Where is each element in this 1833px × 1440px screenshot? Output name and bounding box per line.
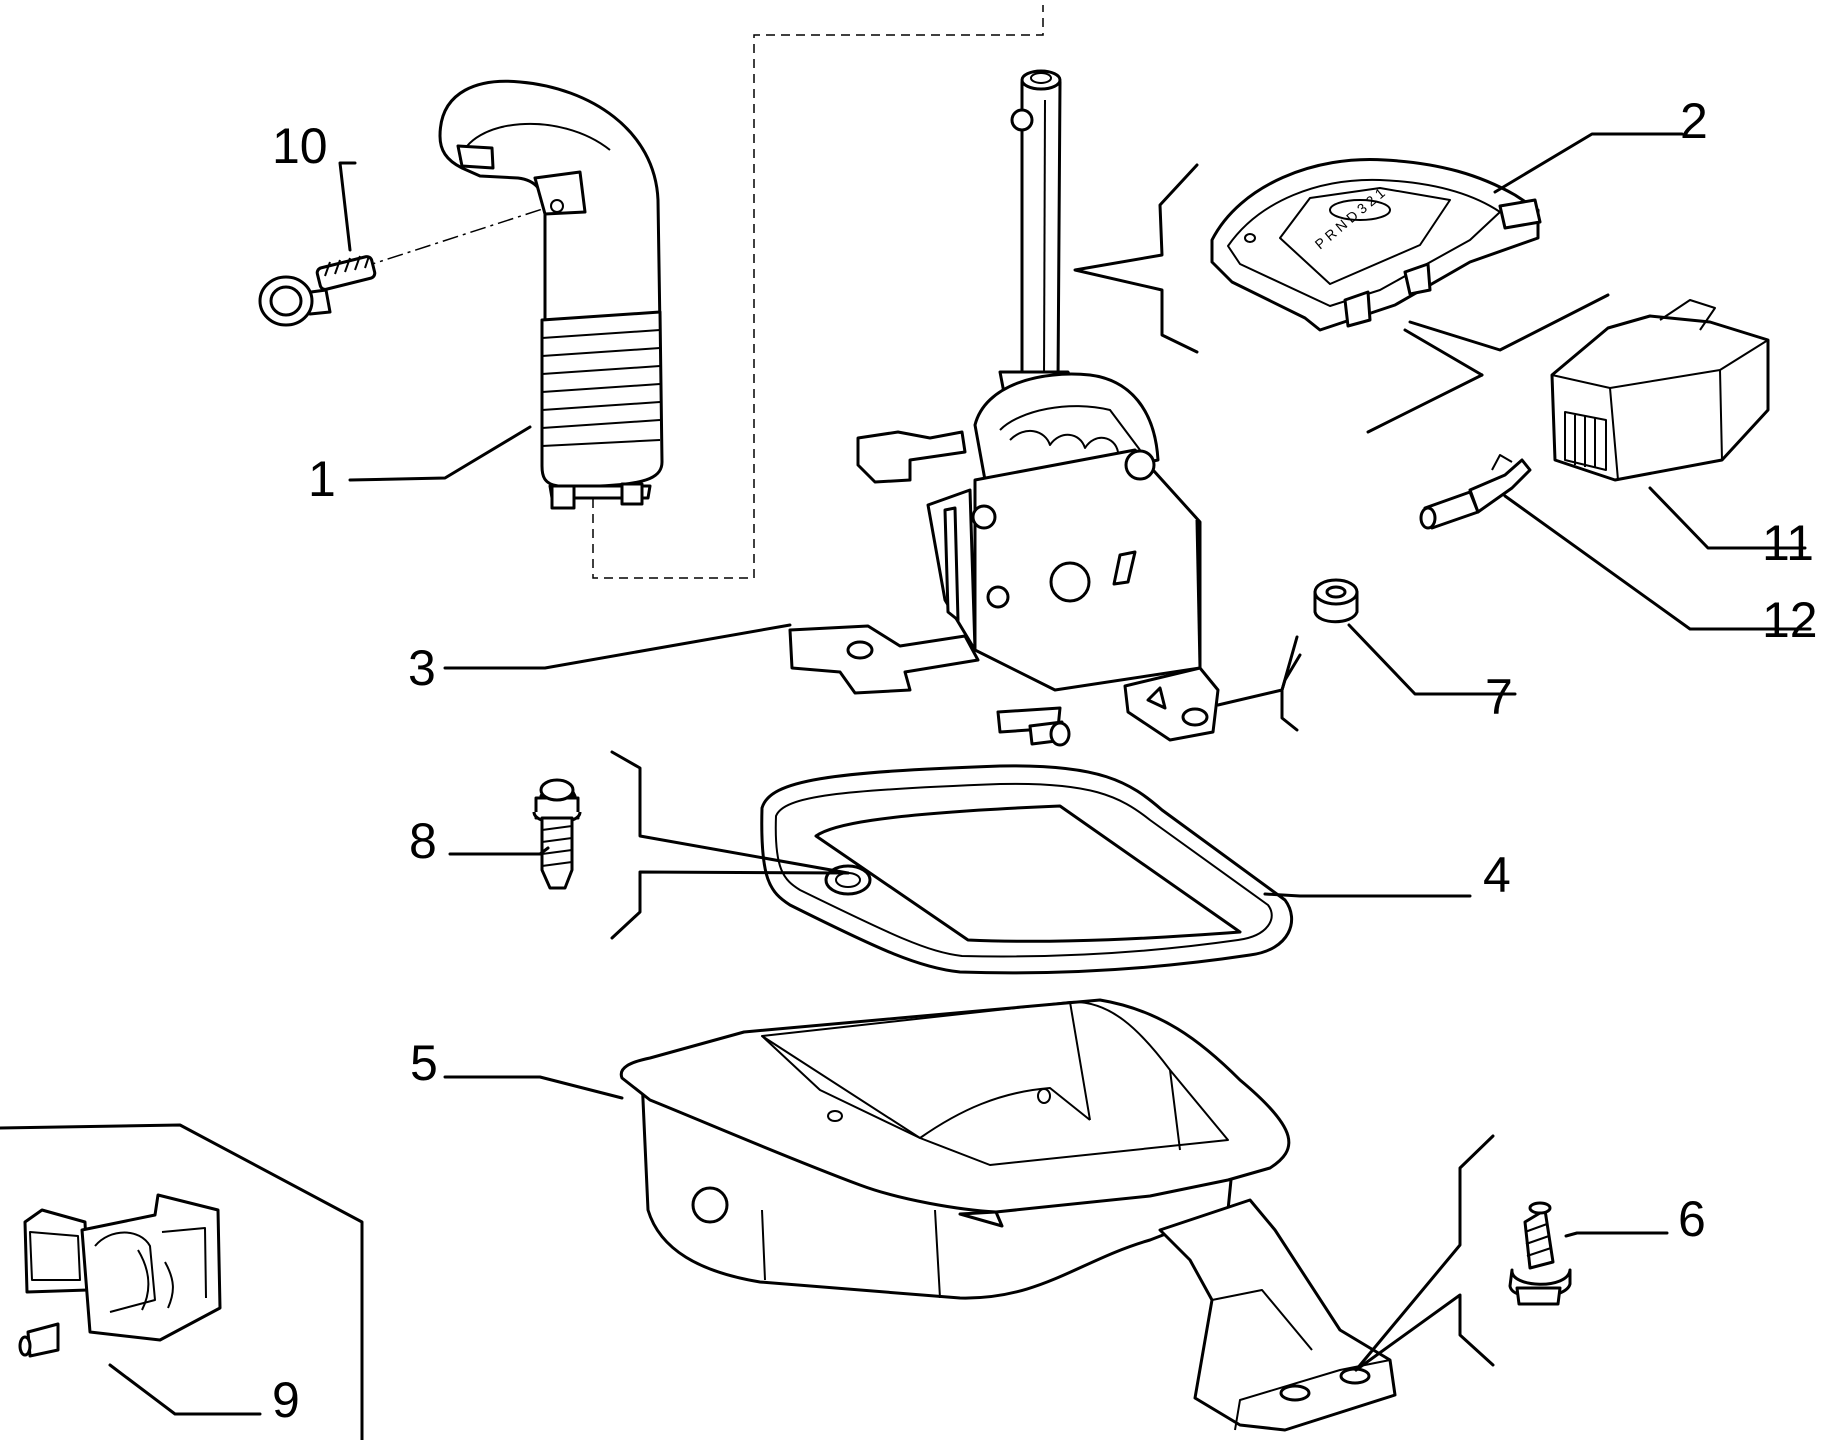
part-2-indicator-plate: P R N D 3 2 1	[1210, 157, 1542, 332]
part-3-selector-lever	[788, 69, 1220, 747]
callout-10: 10	[272, 118, 328, 174]
part-8-bolt	[532, 778, 582, 890]
part-10-screw	[258, 255, 377, 327]
callout-4: 4	[1483, 847, 1511, 903]
part-1-gear-knob	[438, 79, 664, 510]
callout-labels: 1 2 3 4 5 6 7 8 9 10 11 12	[272, 93, 1818, 1428]
callout-8: 8	[409, 813, 437, 869]
callout-6: 6	[1678, 1191, 1706, 1247]
callout-5: 5	[410, 1035, 438, 1091]
callout-3: 3	[408, 640, 436, 696]
callout-1: 1	[308, 451, 336, 507]
leader-lines	[0, 132, 1812, 1440]
part-7-nut	[1313, 578, 1359, 624]
part-12-terminal	[1419, 454, 1532, 530]
callout-7: 7	[1485, 669, 1513, 725]
part-11-connector	[1550, 299, 1770, 482]
part-4-gasket	[760, 764, 1294, 975]
part-6-bolt	[1508, 1201, 1572, 1306]
assembly-guide-dashed	[592, 5, 1044, 579]
callout-2: 2	[1680, 93, 1708, 149]
callout-12: 12	[1762, 592, 1818, 648]
screw-axis-line	[359, 204, 556, 269]
part-5-tray	[619, 998, 1397, 1432]
callout-9: 9	[272, 1372, 300, 1428]
part-9-switch	[18, 1193, 222, 1358]
callout-11: 11	[1762, 515, 1814, 571]
